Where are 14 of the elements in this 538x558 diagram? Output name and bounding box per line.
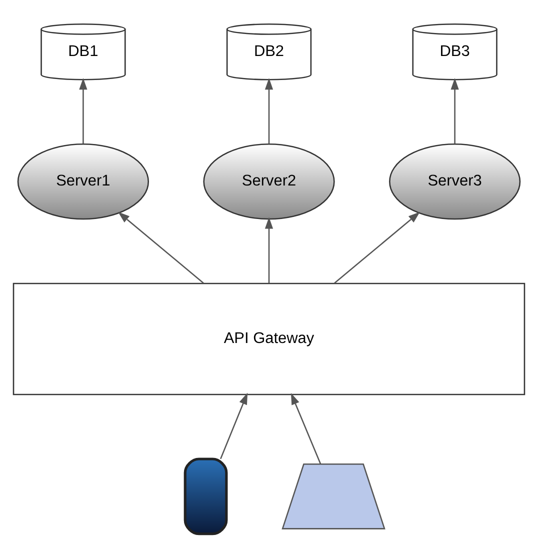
- arrow: [264, 217, 274, 284]
- arrow: [79, 78, 88, 144]
- node-box: API Gateway: [12, 282, 526, 396]
- arrow: [220, 392, 248, 460]
- node-ellipse: Server2: [203, 144, 335, 220]
- node-ellipse: Server3: [389, 144, 521, 220]
- arrow: [334, 212, 420, 284]
- arrow: [290, 392, 322, 464]
- arrow: [450, 78, 459, 144]
- arrow: [264, 78, 274, 144]
- node-phone: [184, 458, 228, 536]
- node-ellipse: Server1: [17, 144, 149, 220]
- arrow: [118, 212, 204, 284]
- node-laptop: [282, 464, 386, 530]
